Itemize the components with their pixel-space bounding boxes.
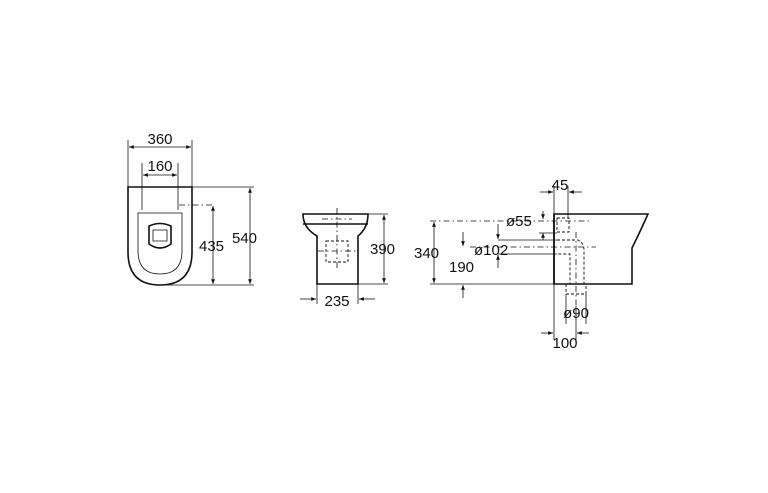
front-view: 390 235 (300, 208, 395, 310)
dim-wall-offset: 45 (552, 177, 569, 194)
top-view: 360 160 435 540 (127, 131, 257, 286)
dim-overall-width: 360 (147, 131, 172, 148)
dim-base-width: 235 (324, 293, 349, 310)
top-view-inner-rim (137, 212, 183, 275)
dim-overall-depth: 540 (232, 230, 257, 247)
dim-inlet-diameter: ø55 (506, 213, 532, 230)
side-view: 45 ø55 ø102 340 190 ø90 100 (414, 177, 650, 352)
top-view-outlet-inner (152, 229, 168, 242)
front-view-hidden-outlet (325, 240, 349, 263)
side-view-outlet-pipe (557, 239, 585, 285)
side-view-waste-spigot (565, 284, 587, 295)
top-view-outlet (148, 222, 172, 249)
dim-fixing-to-front: 435 (199, 238, 224, 255)
dim-waste-offset: 100 (552, 335, 577, 352)
dim-outlet-diameter: ø102 (474, 242, 508, 259)
dim-fixing-spacing: 160 (147, 158, 172, 175)
side-view-inlet (556, 217, 570, 233)
dim-inlet-height: 340 (414, 245, 439, 262)
dim-outlet-height: 190 (449, 259, 474, 276)
dim-front-height: 390 (370, 241, 395, 258)
side-view-outline (553, 213, 650, 285)
